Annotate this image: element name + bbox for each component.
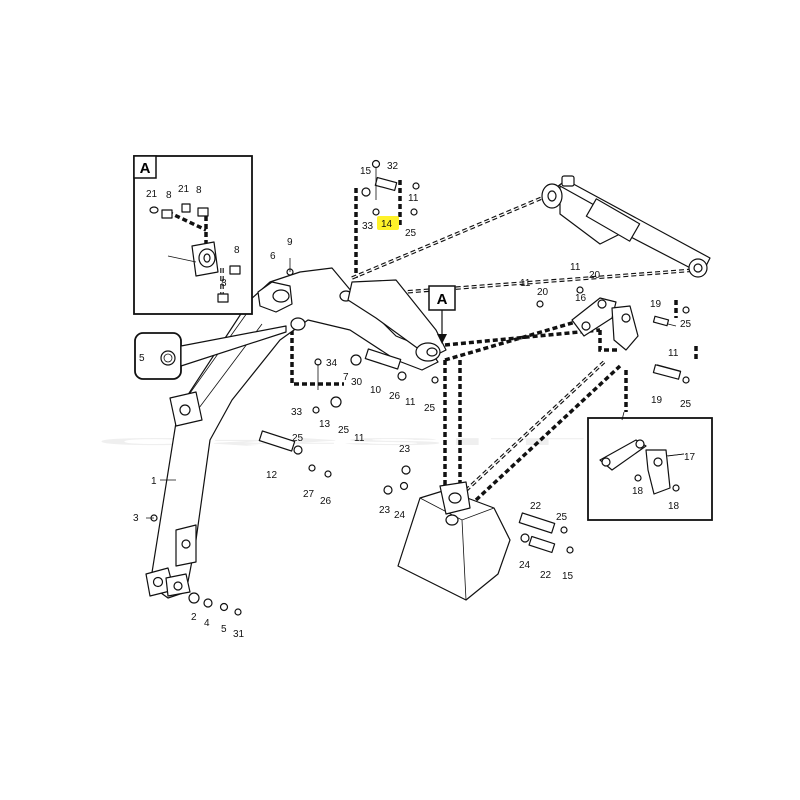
part-label-23: 23 bbox=[399, 444, 411, 455]
part-label-15: 15 bbox=[562, 571, 574, 582]
part-label-25: 25 bbox=[292, 433, 304, 444]
part-label-25: 25 bbox=[405, 228, 417, 239]
part-label-25: 25 bbox=[680, 399, 692, 410]
part-label-18: 18 bbox=[632, 486, 644, 497]
watermark-text: C⇄SITO bbox=[95, 437, 708, 448]
part-labels: 1 2 3 4 5 5 6 7 8 8 8 8 9 10 11 11 11 11… bbox=[133, 161, 692, 640]
bucket bbox=[397, 481, 511, 601]
part-label-22: 22 bbox=[530, 501, 542, 512]
part-label-25: 25 bbox=[556, 512, 568, 523]
bucket-linkage bbox=[571, 297, 681, 378]
part-label-26: 26 bbox=[320, 496, 332, 507]
part-label-30: 30 bbox=[351, 377, 363, 388]
part-label-8: 8 bbox=[234, 245, 240, 256]
part-label-19: 19 bbox=[650, 299, 662, 310]
part-label-22: 22 bbox=[540, 570, 552, 581]
part-label-20: 20 bbox=[589, 270, 601, 281]
part-label-11: 11 bbox=[668, 348, 679, 359]
part-label-11: 11 bbox=[408, 193, 419, 204]
part-label-20: 20 bbox=[537, 287, 549, 298]
part-label-10: 10 bbox=[370, 385, 382, 396]
part-label-21: 21 bbox=[178, 184, 190, 195]
part-label-2: 2 bbox=[191, 612, 197, 623]
part-label-11: 11 bbox=[570, 262, 581, 273]
part-label-12: 12 bbox=[266, 470, 278, 481]
part-label-4: 4 bbox=[204, 618, 210, 629]
part-label-7: 7 bbox=[343, 372, 349, 383]
part-label-11: 11 bbox=[354, 433, 365, 444]
part-label-5: 5 bbox=[221, 624, 227, 635]
part-label-21: 21 bbox=[146, 189, 158, 200]
dipper-arm bbox=[347, 279, 447, 362]
callout-17-leader bbox=[667, 453, 685, 457]
callout-5 bbox=[134, 325, 287, 380]
hardware-pins bbox=[146, 159, 690, 616]
part-label-17: 17 bbox=[684, 452, 696, 463]
part-label-19: 19 bbox=[651, 395, 663, 406]
part-label-33: 33 bbox=[291, 407, 303, 418]
part-label-5: 5 bbox=[139, 353, 145, 364]
part-label-9: 9 bbox=[287, 237, 293, 248]
part-label-16: 16 bbox=[575, 293, 587, 304]
part-label-33: 33 bbox=[362, 221, 374, 232]
part-label-15: 15 bbox=[360, 166, 372, 177]
part-label-8: 8 bbox=[221, 278, 227, 289]
part-label-32: 32 bbox=[387, 161, 399, 172]
assembly-dashed-lines bbox=[204, 180, 698, 502]
part-label-23: 23 bbox=[379, 505, 391, 516]
part-label-11: 11 bbox=[405, 397, 416, 408]
part-label-11: 11 bbox=[520, 278, 531, 289]
part-label-24: 24 bbox=[394, 510, 406, 521]
part-label-3: 3 bbox=[133, 513, 139, 524]
part-label-34: 34 bbox=[326, 358, 338, 369]
part-label-25: 25 bbox=[680, 319, 692, 330]
detail-a-label: A bbox=[140, 160, 151, 177]
part-label-1: 1 bbox=[151, 476, 157, 487]
part-label-18: 18 bbox=[668, 501, 680, 512]
part-label-14: 14 bbox=[381, 219, 393, 230]
part-label-8: 8 bbox=[196, 185, 202, 196]
part-label-26: 26 bbox=[389, 391, 401, 402]
detail-a-box: A bbox=[133, 155, 253, 315]
highlight-part-14 bbox=[377, 216, 399, 230]
part-label-13: 13 bbox=[319, 419, 331, 430]
part-label-6: 6 bbox=[270, 251, 276, 262]
callout-a-arrow: A bbox=[428, 285, 456, 344]
callout-a-label: A bbox=[437, 291, 448, 308]
detail-17-box bbox=[587, 411, 713, 521]
part-label-31: 31 bbox=[233, 629, 245, 640]
part-label-25: 25 bbox=[338, 425, 350, 436]
part-label-8: 8 bbox=[166, 190, 172, 201]
part-label-25: 25 bbox=[424, 403, 436, 414]
part-label-24: 24 bbox=[519, 560, 531, 571]
part-label-27: 27 bbox=[303, 489, 315, 500]
hydraulic-cylinder bbox=[541, 175, 711, 278]
